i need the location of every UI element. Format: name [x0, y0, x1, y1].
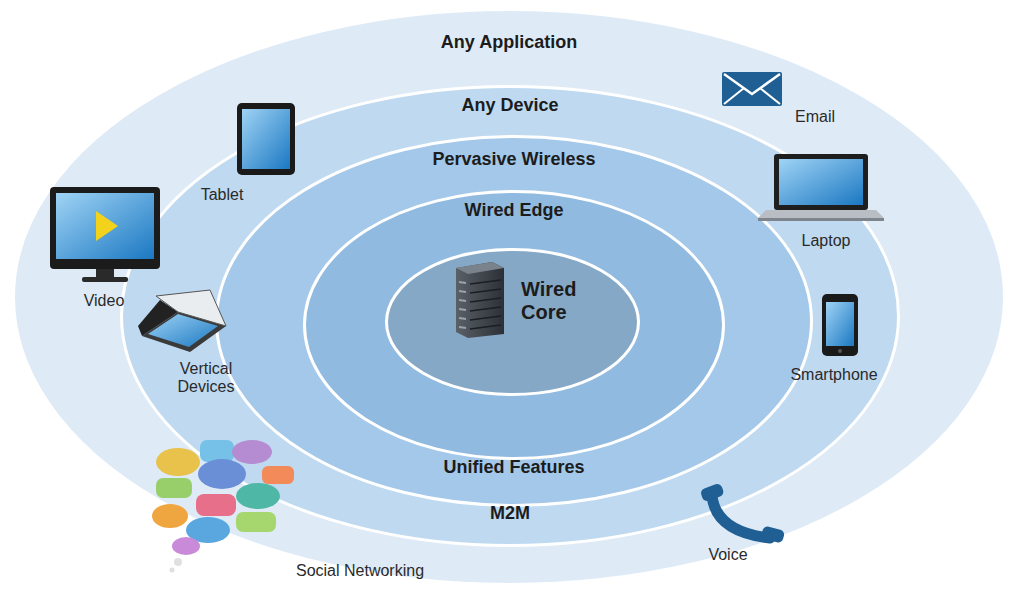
scanner-icon [138, 290, 226, 352]
speech-bubbles-icon [152, 440, 294, 573]
wireless-ring: Pervasive WirelessUnified FeaturesWired … [215, 135, 813, 507]
ellipse-outline [385, 248, 640, 396]
ring-label: Pervasive Wireless [215, 149, 813, 170]
ring-label: Any Application [12, 32, 1006, 53]
ring-label: Any Device [120, 95, 900, 116]
icon-label: Email [795, 108, 835, 126]
smartphone-icon [822, 294, 858, 356]
icon-label: Tablet [201, 186, 244, 204]
icon-label: Social Networking [296, 562, 424, 580]
application-ring: Any ApplicationAny DeviceM2M Pervasive Wi… [12, 8, 1006, 586]
edge-ring: Wired EdgeWired Core [303, 190, 725, 460]
video-monitor-icon [50, 187, 160, 282]
email-icon [722, 72, 782, 106]
icon-label: Smartphone [790, 366, 877, 384]
phone-handset-icon [700, 483, 786, 544]
icon-label: Voice [708, 546, 747, 564]
ring-label: Wired Core [521, 278, 591, 324]
icon-label: Vertical Devices [161, 360, 251, 397]
laptop-icon [758, 154, 884, 221]
ring-label: Unified Features [215, 457, 813, 478]
server-icon [456, 262, 504, 338]
icon-label: Video [84, 292, 125, 310]
core-ellipse: Wired Core [385, 248, 640, 396]
tablet-icon [237, 103, 295, 175]
icon-label: Laptop [802, 232, 851, 250]
ring-label: Wired Edge [303, 200, 725, 221]
device-ring: Any DeviceM2M Pervasive WirelessUnified F… [120, 85, 900, 547]
ring-label: M2M [120, 503, 900, 524]
